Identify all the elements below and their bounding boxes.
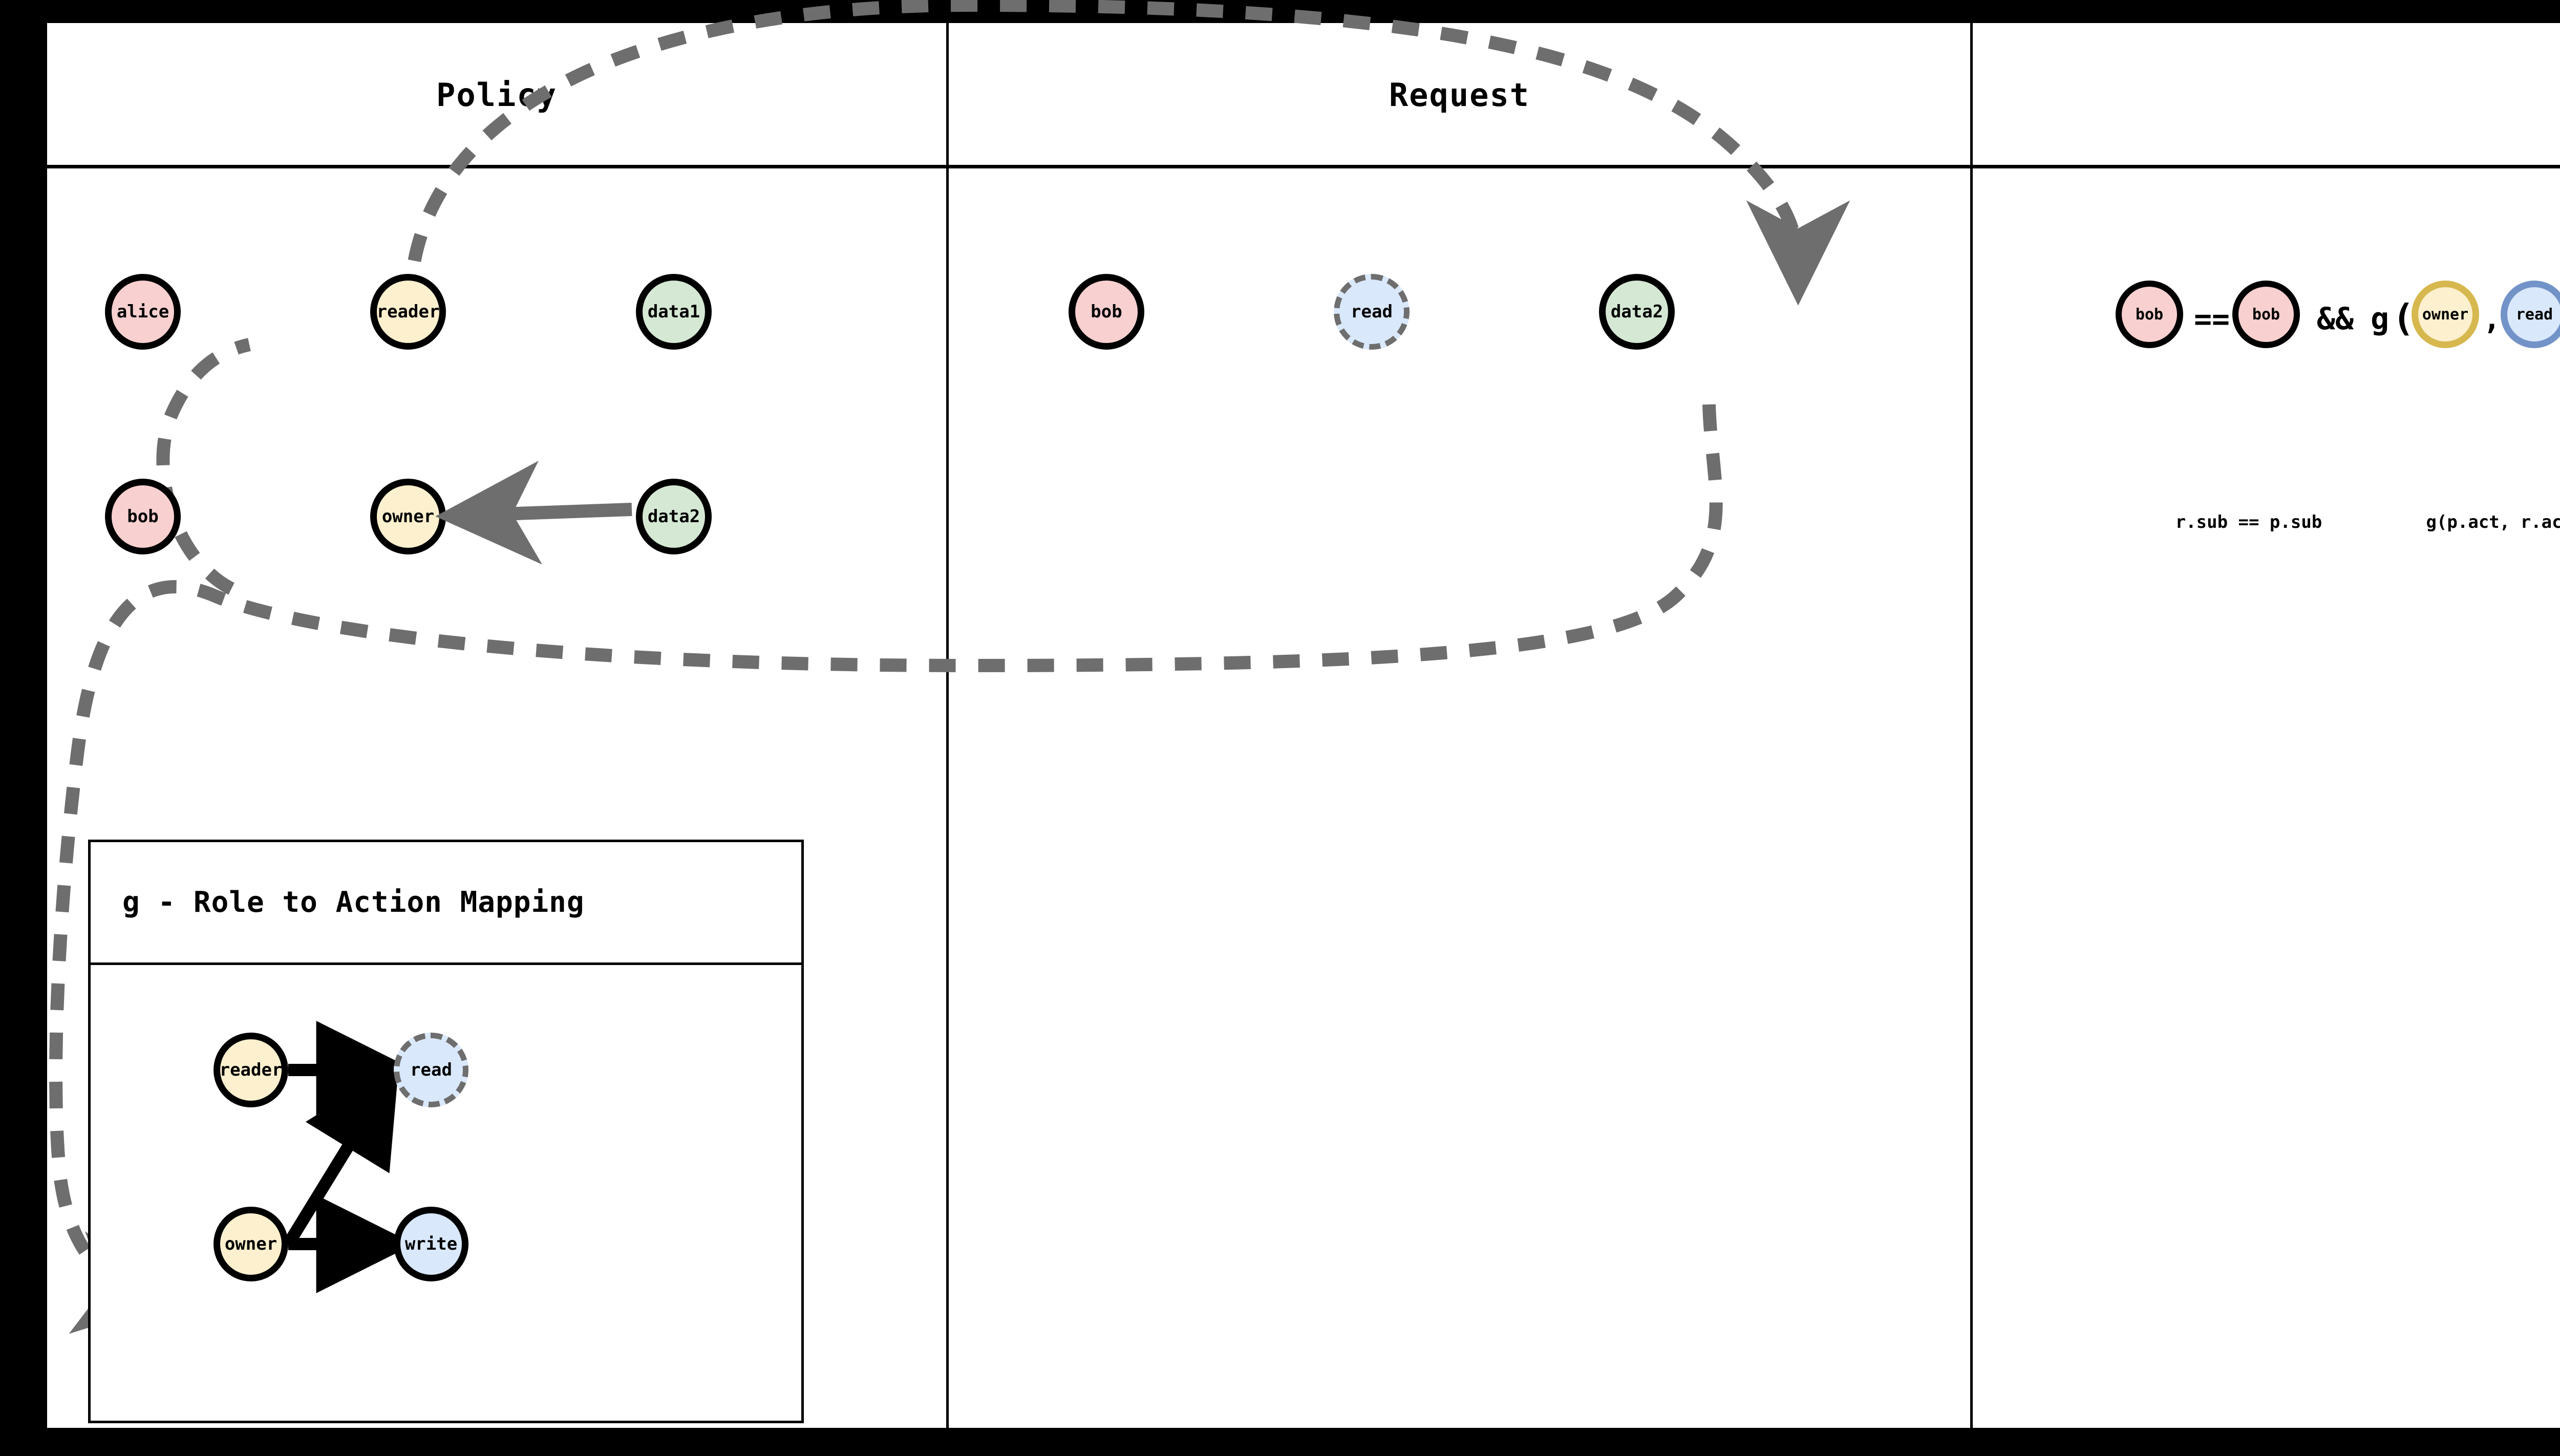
g-mapping-edge-layer — [283, 1021, 415, 1293]
matching-op-paren-open: ( — [2392, 296, 2415, 339]
column-divider-2 — [1970, 23, 1973, 1428]
arrow-policy-data2-to-owner — [435, 461, 632, 565]
header-divider — [47, 165, 2560, 168]
g-mapping-title: g - Role to Action Mapping — [91, 842, 801, 965]
column-header-request: Request — [1389, 76, 1530, 114]
matching-caption-sub: r.sub == p.sub — [2175, 512, 2322, 532]
column-divider-1 — [946, 23, 949, 1428]
policy-node-data2[interactable]: data2 — [636, 479, 712, 554]
matching-op-and-1: && — [2316, 301, 2354, 337]
link-gbox-to-policy-owner-tail — [156, 338, 251, 595]
g-mapping-box: g - Role to Action Mapping reader read o… — [88, 840, 804, 1423]
matching-op-comma: , — [2483, 302, 2501, 336]
edge-owner-to-read — [283, 1063, 399, 1248]
diagram-canvas: Policy Request Matching alice reader dat… — [47, 0, 2560, 1428]
request-node-read[interactable]: read — [1334, 274, 1410, 350]
matching-op-eq-1: == — [2194, 302, 2230, 336]
link-matching-owner-to-gbox-owner — [49, 404, 1723, 1334]
matching-op-g: g — [2370, 301, 2390, 337]
matching-caption-act: g(p.act, r.act) — [2426, 512, 2560, 532]
dashed-link-layer — [49, 0, 1850, 1334]
policy-arrow-layer — [435, 461, 632, 565]
link-request-read-to-matching-read — [403, 0, 1850, 310]
matching-node-bob-request[interactable]: bob — [2116, 281, 2183, 348]
